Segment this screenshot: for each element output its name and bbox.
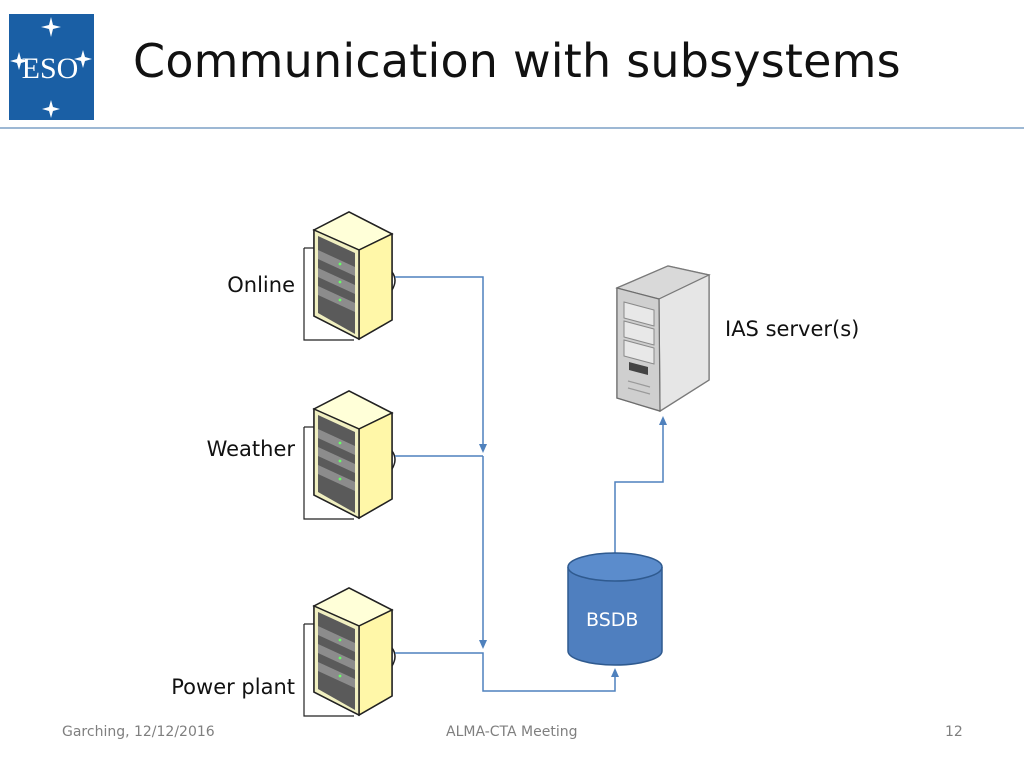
node-label-bsdb: BSDB (586, 609, 639, 631)
eso-logo: ESO (9, 14, 94, 120)
node-label-power-plant: Power plant (171, 675, 295, 699)
page-number: 12 (945, 724, 963, 740)
title-divider (0, 127, 1024, 129)
node-label-ias-server: IAS server(s) (725, 317, 860, 341)
server-rack-icon-power-plant (303, 587, 396, 717)
tower-server-icon (615, 265, 711, 413)
database-icon (567, 552, 663, 666)
connector-online (395, 276, 487, 453)
connector-to-bsdb (395, 652, 619, 692)
page-title: Communication with subsystems (133, 34, 901, 88)
node-label-online: Online (227, 273, 295, 297)
logo-text: ESO (22, 52, 79, 85)
footer-location-date: Garching, 12/12/2016 (62, 724, 215, 740)
connector-bsdb-to-ias (614, 416, 667, 555)
server-rack-icon-weather (303, 390, 396, 520)
footer-meeting: ALMA-CTA Meeting (446, 724, 578, 740)
node-label-weather: Weather (206, 437, 295, 461)
server-rack-icon-online (303, 211, 396, 341)
